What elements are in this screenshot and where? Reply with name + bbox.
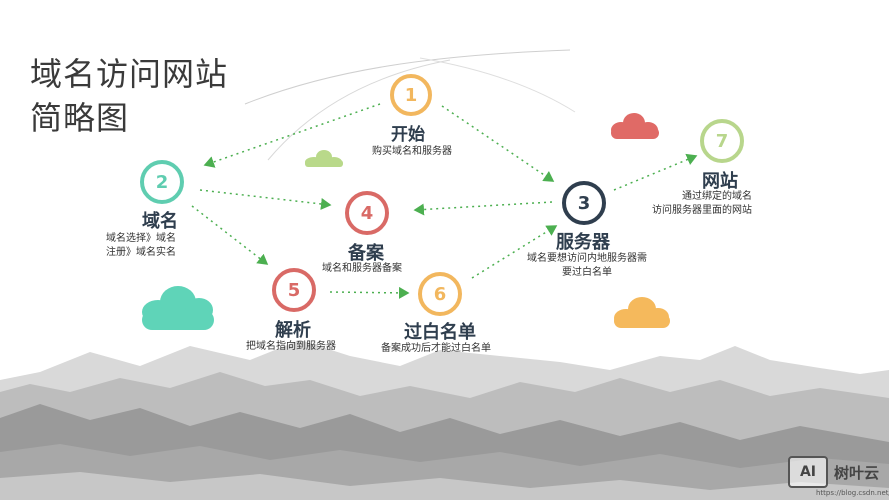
step-number-3: 3 <box>577 192 591 214</box>
step-number-2: 2 <box>155 171 169 193</box>
mountain-base <box>0 472 889 500</box>
step-circle-6: 6 <box>418 272 462 316</box>
step-circle-3: 3 <box>562 181 606 225</box>
arrow-3-to-4 <box>413 201 553 216</box>
step-desc-2: 域名选择》域名 注册》域名实名 <box>106 233 176 258</box>
step-number-7: 7 <box>715 130 729 152</box>
flow-arrows <box>191 103 698 299</box>
step-label-2: 域名 <box>142 211 178 232</box>
title-line-2: 简略图 <box>30 99 130 137</box>
arrow-3-to-7 <box>613 153 698 191</box>
mountain-range <box>0 340 889 500</box>
step-desc-1: 购买域名和服务器 <box>372 146 452 157</box>
step-desc-7: 通过绑定的域名 访问服务器里面的网站 <box>652 191 752 216</box>
watermark-url: https://blog.csdn.net/shimm <box>816 489 889 497</box>
step-circle-5: 5 <box>272 268 316 312</box>
step-circle-1: 1 <box>390 74 432 116</box>
cloud-green-small <box>305 150 343 167</box>
step-circle-4: 4 <box>345 191 389 235</box>
cloud-red <box>611 113 659 139</box>
arrow-2-to-4 <box>199 189 332 210</box>
decor-arc <box>419 57 576 113</box>
watermark-logo: AI 树叶云 <box>788 452 884 492</box>
watermark-brand: 树叶云 <box>834 464 880 482</box>
cloud-orange <box>614 297 670 328</box>
step-label-1: 开始 <box>391 125 425 145</box>
arrow-5-to-6 <box>329 286 410 299</box>
step-label-5: 解析 <box>275 320 311 341</box>
step-desc-5: 把域名指向到服务器 <box>246 341 336 352</box>
step-circle-2: 2 <box>140 160 184 204</box>
step-desc-3: 域名要想访问内地服务器需 要过白名单 <box>527 253 647 278</box>
step-label-6: 过白名单 <box>404 322 476 343</box>
decor-arc <box>244 49 571 105</box>
step-label-7: 网站 <box>702 171 738 192</box>
step-number-1: 1 <box>404 84 418 106</box>
cloud-teal-large <box>142 286 214 330</box>
step-desc-4: 域名和服务器备案 <box>322 263 402 274</box>
step-label-3: 服务器 <box>556 232 610 253</box>
arrow-6-to-3 <box>471 225 558 279</box>
step-number-4: 4 <box>360 202 374 224</box>
step-desc-6: 备案成功后才能过白名单 <box>381 343 491 354</box>
diagram-title: 域名访问网站 简略图 <box>30 52 228 140</box>
step-circle-7: 7 <box>700 119 744 163</box>
arrow-1-to-3 <box>441 105 555 182</box>
step-label-4: 备案 <box>348 243 384 264</box>
decor-arc <box>267 59 451 161</box>
arrow-2-to-5 <box>191 205 269 265</box>
arrow-1-to-2 <box>203 103 381 168</box>
step-number-6: 6 <box>433 283 447 305</box>
step-number-5: 5 <box>287 279 301 301</box>
title-line-1: 域名访问网站 <box>30 55 229 93</box>
watermark-logo-box: AI <box>788 456 828 488</box>
